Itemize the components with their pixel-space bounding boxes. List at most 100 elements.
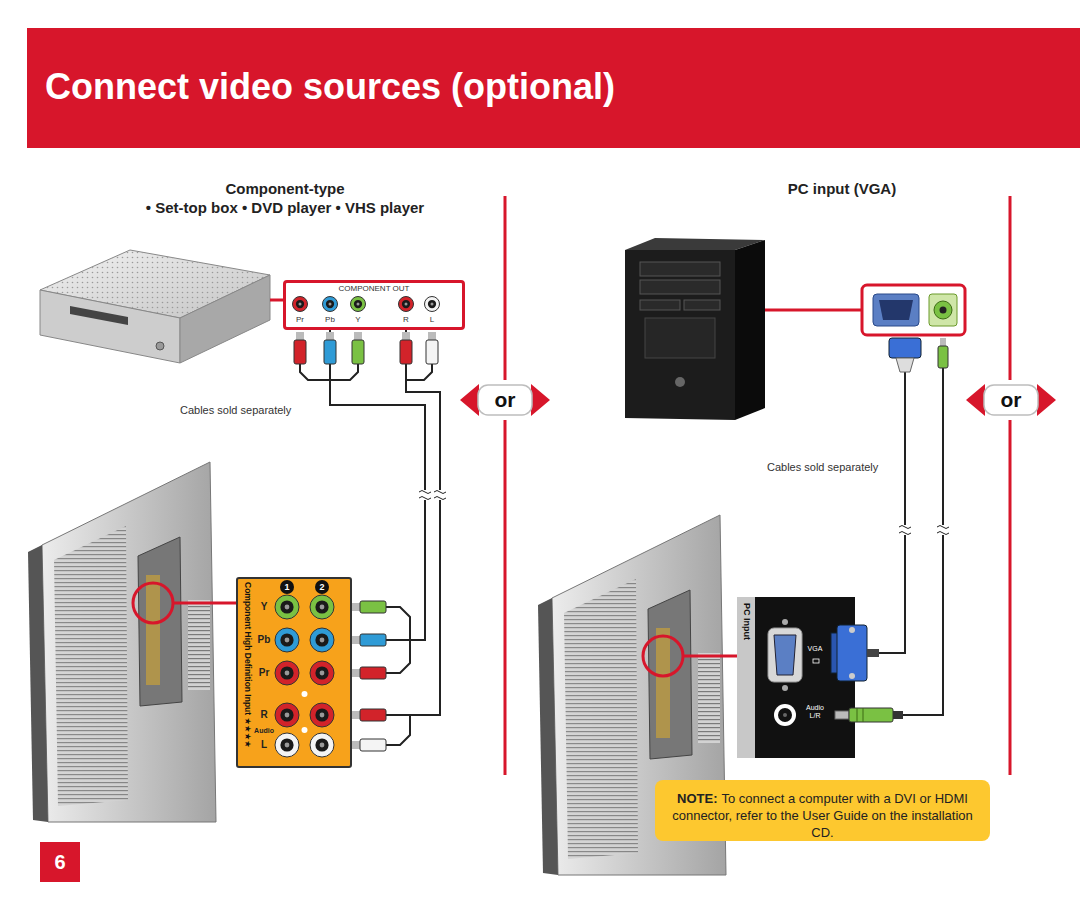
panel-heading: COMPONENT OUT bbox=[286, 284, 462, 293]
pc-cable bbox=[889, 338, 921, 358]
pc-input-panel: PC InputVGAAudio L/R bbox=[737, 597, 855, 758]
rca-jacks bbox=[285, 743, 290, 748]
rca-jacks bbox=[320, 671, 325, 676]
component-plugs bbox=[324, 340, 336, 364]
tv-back bbox=[146, 575, 160, 685]
pc-tower bbox=[645, 318, 715, 358]
rca-jacks bbox=[280, 738, 293, 751]
rca-jacks bbox=[315, 738, 328, 751]
rca-jacks bbox=[428, 300, 436, 308]
tv-side-plugs bbox=[352, 601, 410, 751]
input-number: 2 bbox=[315, 581, 329, 593]
tv-side-plugs bbox=[352, 741, 360, 749]
divider-line bbox=[1009, 420, 1012, 775]
rca-jacks bbox=[302, 691, 308, 697]
rca-jacks bbox=[326, 300, 334, 308]
jack-label: Audio bbox=[253, 727, 275, 735]
tv-back bbox=[54, 526, 128, 806]
tv-side-plugs bbox=[352, 669, 360, 677]
pc-port-panel bbox=[929, 294, 957, 326]
cable bbox=[352, 330, 440, 715]
pc-cable bbox=[899, 526, 949, 535]
pc-cable bbox=[938, 346, 948, 368]
rca-jacks bbox=[315, 580, 329, 594]
pc-port-panel bbox=[873, 294, 919, 326]
or-arrow bbox=[966, 384, 1056, 416]
pc-cable bbox=[879, 372, 905, 653]
pc-cable bbox=[896, 358, 914, 372]
vga-audio-ports bbox=[857, 708, 858, 722]
pc-tower bbox=[625, 238, 862, 420]
jack-label: Y bbox=[348, 315, 368, 324]
component-plugs bbox=[354, 332, 362, 340]
rca-jacks bbox=[351, 297, 366, 312]
vga-audio-ports bbox=[768, 628, 802, 682]
pc-tower bbox=[625, 250, 735, 420]
rca-jacks bbox=[238, 579, 350, 766]
component-plugs bbox=[400, 340, 412, 364]
pc-tower bbox=[684, 300, 720, 310]
component-plugs bbox=[326, 332, 334, 340]
vga-audio-ports bbox=[837, 625, 867, 681]
vga-audio-ports bbox=[867, 649, 879, 657]
set-top-box bbox=[40, 290, 180, 363]
component-plugs bbox=[352, 340, 364, 364]
pc-tower bbox=[675, 377, 685, 387]
rca-jacks bbox=[402, 300, 410, 308]
rca-jacks bbox=[299, 303, 302, 306]
rca-jacks bbox=[275, 595, 299, 619]
cable-break bbox=[419, 490, 446, 500]
or-label: or bbox=[478, 385, 532, 415]
pc-tower bbox=[765, 309, 862, 312]
tv-side-plugs bbox=[360, 634, 386, 646]
or-arrow bbox=[1037, 384, 1056, 416]
set-top-box bbox=[156, 342, 164, 350]
component-plugs bbox=[330, 364, 358, 380]
input-number: 1 bbox=[280, 581, 294, 593]
section-heading: PC input (VGA) bbox=[742, 180, 942, 197]
pc-cable bbox=[879, 338, 949, 715]
or-arrow bbox=[984, 385, 1038, 415]
rca-jacks bbox=[315, 633, 328, 646]
rca-jacks bbox=[323, 297, 338, 312]
rca-jacks bbox=[285, 671, 290, 676]
rca-jacks bbox=[280, 666, 293, 679]
note-box: NOTE:To connect a computer with a DVI or… bbox=[655, 780, 990, 841]
tv-side-plugs bbox=[360, 709, 386, 721]
pc-port-panel bbox=[940, 307, 947, 314]
jack-label: R bbox=[256, 709, 272, 721]
rca-jacks bbox=[310, 703, 334, 727]
cable-note: Cables sold separately bbox=[767, 461, 878, 474]
rca-jacks bbox=[280, 580, 294, 594]
tv-back bbox=[42, 462, 216, 822]
pc-port-panel bbox=[862, 285, 965, 335]
component-plugs bbox=[428, 332, 436, 340]
rca-jacks bbox=[320, 713, 325, 718]
rca-jacks bbox=[285, 605, 290, 610]
tv-back bbox=[28, 545, 48, 822]
vga-audio-ports bbox=[774, 704, 796, 726]
rca-jacks bbox=[275, 628, 299, 652]
note-heading: NOTE: bbox=[677, 791, 717, 806]
rca-jacks bbox=[315, 666, 328, 679]
jack-label: Pb bbox=[254, 634, 274, 646]
vga-audio-ports bbox=[737, 597, 855, 758]
tv-back bbox=[133, 583, 173, 623]
rca-jacks bbox=[275, 661, 299, 685]
or-arrow bbox=[531, 384, 550, 416]
component-plugs bbox=[294, 332, 438, 380]
tv-side-plugs bbox=[352, 603, 360, 611]
rca-jacks bbox=[315, 708, 328, 721]
pc-tower bbox=[735, 240, 765, 420]
vga-audio-ports bbox=[782, 685, 788, 691]
rca-jacks bbox=[275, 703, 299, 727]
set-top-box bbox=[70, 306, 128, 325]
rca-jacks bbox=[329, 303, 332, 306]
page-number: 6 bbox=[40, 842, 80, 882]
rca-jacks bbox=[285, 713, 290, 718]
jack-label: Pb bbox=[320, 315, 340, 324]
rca-jacks bbox=[320, 743, 325, 748]
component-plugs bbox=[294, 340, 306, 364]
rca-jacks bbox=[275, 733, 299, 757]
vga-audio-ports bbox=[835, 711, 849, 719]
